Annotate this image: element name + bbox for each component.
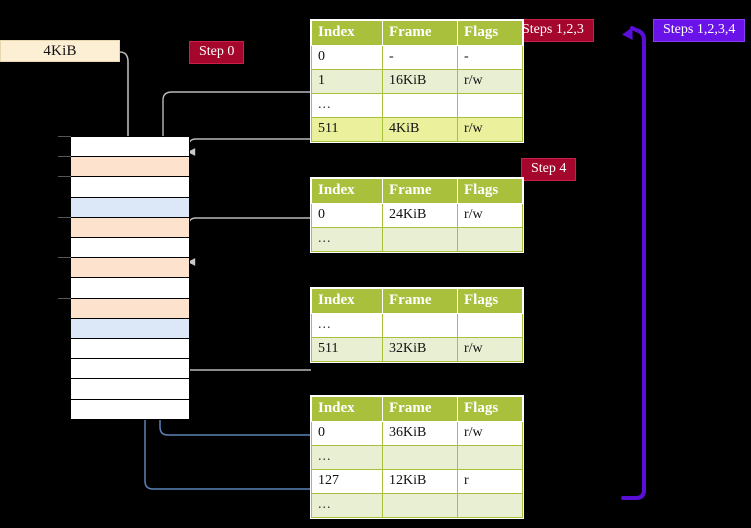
column-header-frame: Frame [382, 20, 458, 46]
table-row: ... [311, 93, 523, 118]
column-header-frame: Frame [382, 178, 458, 204]
table-cell [457, 313, 523, 338]
table-cell [382, 313, 458, 338]
table-cell: - [457, 45, 523, 70]
column-header-flags: Flags [457, 20, 523, 46]
memory-row-tick [58, 297, 71, 299]
table-row: ... [311, 493, 523, 518]
table-cell: 0 [311, 203, 383, 228]
table-cell [382, 227, 458, 252]
column-header-frame: Frame [382, 396, 458, 422]
column-header-flags: Flags [457, 396, 523, 422]
size-box-label: 4KiB [43, 42, 77, 59]
memory-row-tick [58, 257, 71, 259]
table-row: ... [311, 445, 523, 470]
table-cell: r [457, 469, 523, 494]
table-cell: - [382, 45, 458, 70]
table-cell [457, 445, 523, 470]
table-cell: 0 [311, 421, 383, 446]
table-row: ... [311, 227, 523, 252]
physical-memory-column [58, 136, 190, 420]
memory-frame-row [70, 398, 190, 420]
memory-frame-row [70, 277, 190, 299]
column-header-frame: Frame [382, 288, 458, 314]
table-cell: ... [311, 227, 383, 252]
memory-frame-row [70, 196, 190, 218]
table-cell: r/w [457, 337, 523, 362]
memory-frame-row [70, 237, 190, 259]
wire-purple-bracket [621, 26, 646, 500]
badge-step-0: Step 0 [189, 41, 245, 65]
table-cell: 0 [311, 45, 383, 70]
wire-sizebox-to-memory [119, 51, 136, 156]
column-header-index: Index [311, 288, 383, 314]
column-header-index: Index [311, 396, 383, 422]
table-cell: 16KiB [382, 69, 458, 94]
table-row: 0-- [311, 45, 523, 70]
memory-row-tick [58, 176, 71, 178]
wire-pt-frame0-to-memory [152, 335, 311, 436]
table-cell: 4KiB [382, 117, 458, 142]
table-cell [382, 493, 458, 518]
table-cell [382, 445, 458, 470]
column-header-index: Index [311, 20, 383, 46]
table-cell [457, 93, 523, 118]
memory-row-tick [58, 216, 71, 218]
column-header-index: Index [311, 178, 383, 204]
memory-frame-row [70, 136, 190, 158]
table-cell [382, 93, 458, 118]
table-cell: ... [311, 445, 383, 470]
badge-steps-1234: Steps 1,2,3,4 [653, 19, 746, 43]
table-cell: 127 [311, 469, 383, 494]
table-cell: 511 [311, 117, 383, 142]
table-cell: ... [311, 493, 383, 518]
memory-row-tick [58, 136, 71, 137]
memory-frame-row [70, 216, 190, 238]
table-cell: 36KiB [382, 421, 458, 446]
column-header-flags: Flags [457, 288, 523, 314]
memory-frame-row [70, 378, 190, 400]
table-cell: r/w [457, 117, 523, 142]
table-cell: r/w [457, 69, 523, 94]
wire-pt-frame127-to-memory [137, 211, 311, 490]
table-cell: 32KiB [382, 337, 458, 362]
table-cell [457, 493, 523, 518]
wire-memory-to-pml4-entry [162, 91, 311, 144]
table-cell: 511 [311, 337, 383, 362]
table-cell: ... [311, 93, 383, 118]
badge-step-4: Step 4 [521, 158, 577, 182]
memory-frame-row [70, 156, 190, 178]
memory-frame-row [70, 176, 190, 198]
table-cell: ... [311, 313, 383, 338]
table-cell [457, 227, 523, 252]
table-cell: r/w [457, 203, 523, 228]
badge-steps-123: Steps 1,2,3 [512, 19, 594, 43]
memory-frame-row [70, 317, 190, 339]
memory-frame-row [70, 257, 190, 279]
table-cell: r/w [457, 421, 523, 446]
memory-frame-row [70, 338, 190, 360]
memory-row-tick [58, 156, 71, 158]
table-row: ... [311, 313, 523, 338]
wire-pml4-frame-to-memory [187, 138, 311, 156]
memory-frame-row [70, 297, 190, 319]
table-cell: 24KiB [382, 203, 458, 228]
wire-pdp-frame-to-memory [187, 217, 311, 266]
memory-frame-row [70, 358, 190, 380]
column-header-flags: Flags [457, 178, 523, 204]
table-cell: 1 [311, 69, 383, 94]
table-cell: 12KiB [382, 469, 458, 494]
size-box-4kib: 4KiB [0, 40, 120, 62]
